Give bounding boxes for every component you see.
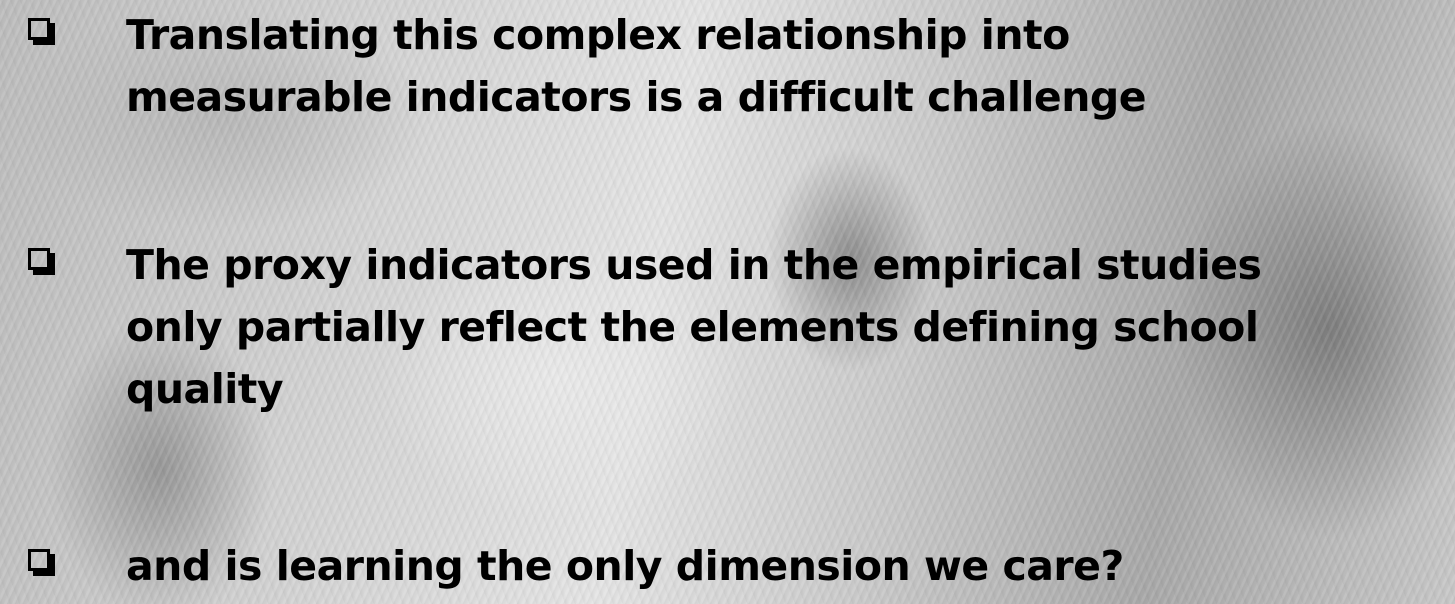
checkbox-outline-icon [28, 248, 56, 276]
bullet-line: Translating this complex relationship in… [126, 11, 1070, 59]
bullet-text: and is learning the only dimension we ca… [126, 535, 1446, 597]
bullet-text: Translating this complex relationship in… [126, 4, 1446, 128]
checkbox-outline-icon [28, 18, 56, 46]
bullet-line: only partially reflect the elements defi… [126, 303, 1259, 351]
bullet-line: quality [126, 365, 284, 413]
checkbox-outline-icon [28, 549, 56, 577]
bullet-line: measurable indicators is a difficult cha… [126, 73, 1147, 121]
bullet-line: The proxy indicators used in the empiric… [126, 241, 1262, 289]
bullet-line: and is learning the only dimension we ca… [126, 542, 1124, 590]
bullet-text: The proxy indicators used in the empiric… [126, 234, 1446, 420]
